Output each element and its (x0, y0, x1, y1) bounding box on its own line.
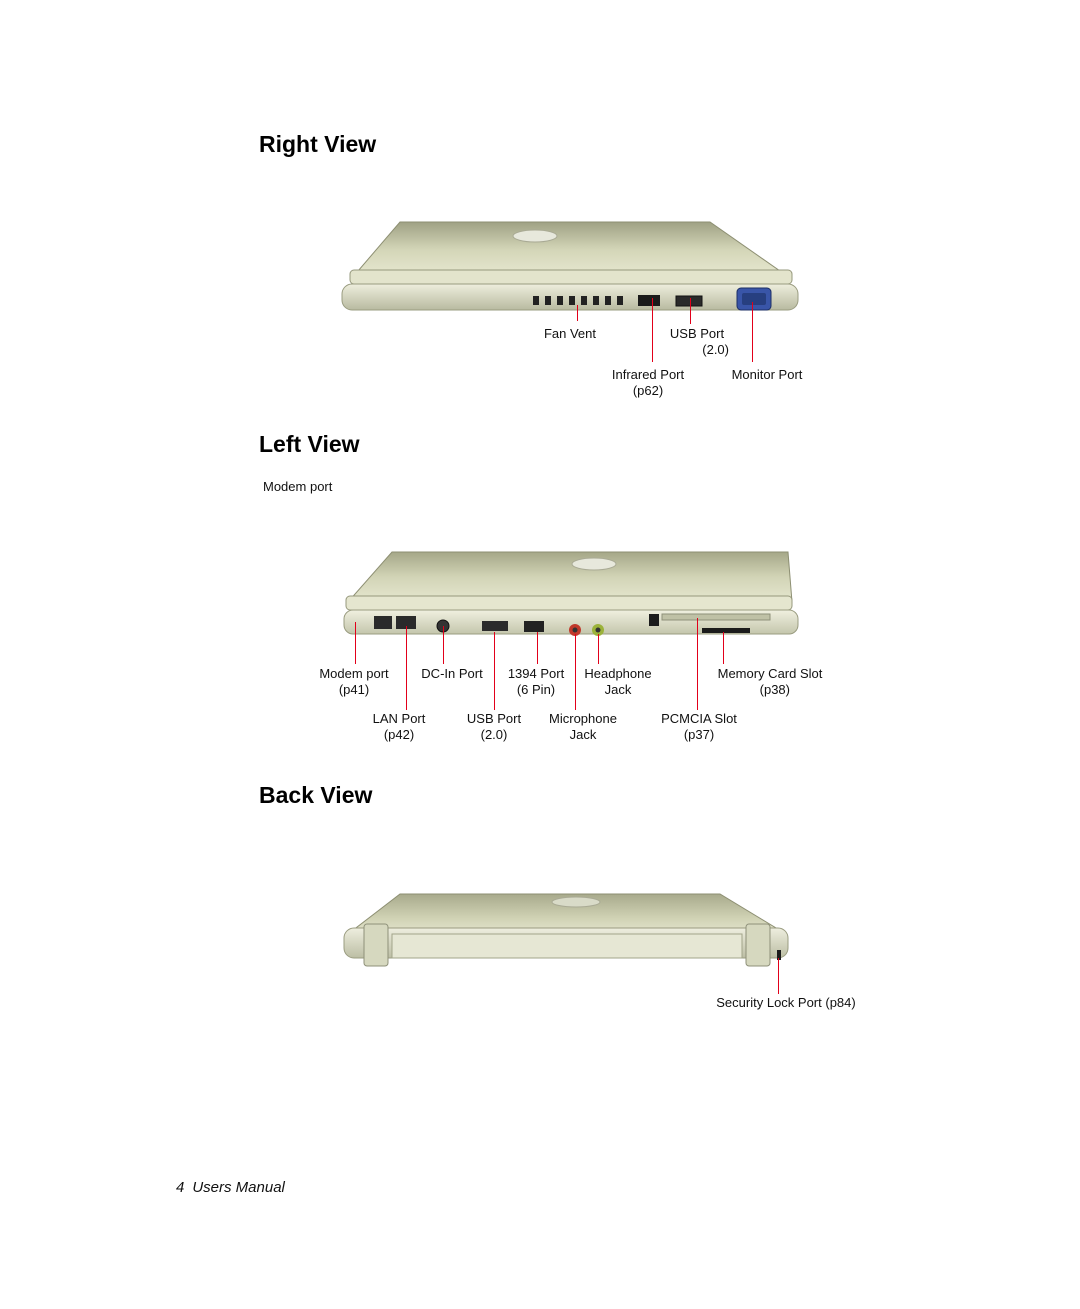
fan-vent-label: Fan Vent (543, 326, 597, 341)
security-lock-port-leader-line (778, 958, 779, 994)
laptop-right-view-image (341, 221, 799, 311)
fan-vent-leader-line (577, 305, 578, 321)
modem-port-label: Modem port (p41) (319, 666, 389, 697)
laptop-back-view-image (343, 893, 789, 967)
back-view-heading: Back View (259, 782, 373, 808)
dc-in-port-label: DC-In Port (421, 666, 483, 681)
right-view-heading: Right View (259, 131, 377, 157)
port-1394-label: 1394 Port (6 Pin) (507, 666, 565, 697)
dc-in-port-leader-line (443, 626, 444, 664)
port-1394-leader-line (537, 632, 538, 664)
monitor-port-leader-line (752, 302, 753, 362)
infrared-port-leader-line (652, 298, 653, 362)
usb-port-label: USB Port (2.0) (669, 326, 729, 357)
manual-title: Users Manual (192, 1179, 285, 1196)
lan-port-label: LAN Port (p42) (372, 711, 426, 742)
usb-port-leader-line (690, 298, 691, 324)
headphone-jack-leader-line (598, 634, 599, 664)
memory-card-slot-label: Memory Card Slot (p38) (717, 666, 823, 697)
lan-port-leader-line (406, 626, 407, 710)
microphone-jack-label: Microphone Jack (549, 711, 617, 742)
page-footer: 4 Users Manual (176, 1179, 293, 1196)
modem-port-leader-line (355, 622, 356, 664)
pcmcia-slot-leader-line (697, 618, 698, 710)
usb-port-left-label: USB Port (2.0) (466, 711, 522, 742)
laptop-left-view-image (343, 551, 799, 636)
pcmcia-slot-label: PCMCIA Slot (p37) (661, 711, 737, 742)
left-view-heading: Left View (259, 431, 360, 457)
usb-port-left-leader-line (494, 632, 495, 710)
headphone-jack-label: Headphone Jack (584, 666, 652, 697)
microphone-jack-leader-line (575, 634, 576, 710)
monitor-port-label: Monitor Port (731, 367, 803, 382)
security-lock-port-label: Security Lock Port (p84) (716, 995, 856, 1010)
left-view-note: Modem port (263, 479, 333, 494)
page-number: 4 (176, 1179, 185, 1196)
memory-card-slot-leader-line (723, 632, 724, 664)
infrared-port-label: Infrared Port (p62) (611, 367, 685, 398)
